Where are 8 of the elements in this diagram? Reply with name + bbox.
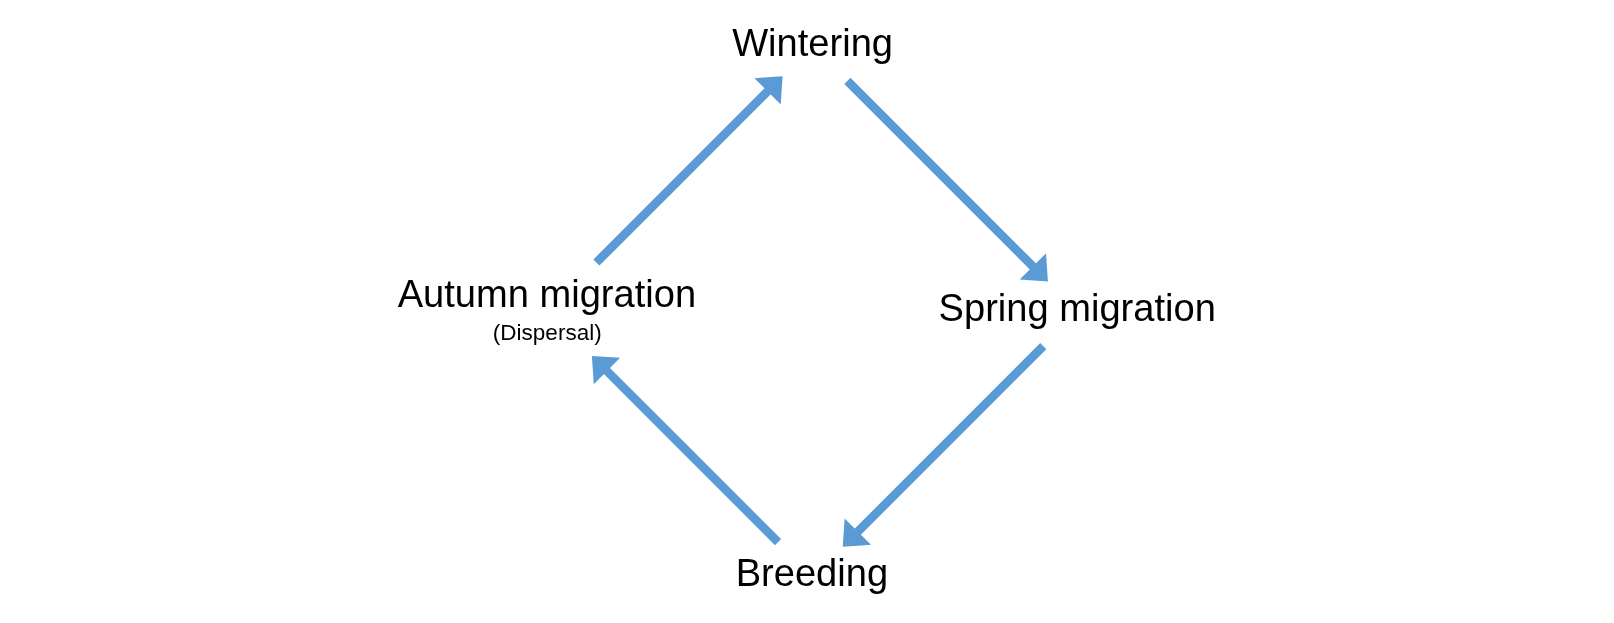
- arrow: [591, 355, 781, 546]
- node-text: Wintering: [731, 21, 893, 64]
- arrow: [843, 77, 1048, 282]
- node-text: Spring migration: [938, 287, 1216, 330]
- node-text: Autumn migration (Dispersal): [397, 273, 696, 345]
- arrow: [592, 76, 783, 266]
- arrow: [842, 343, 1046, 547]
- node-text: Breeding: [735, 552, 888, 595]
